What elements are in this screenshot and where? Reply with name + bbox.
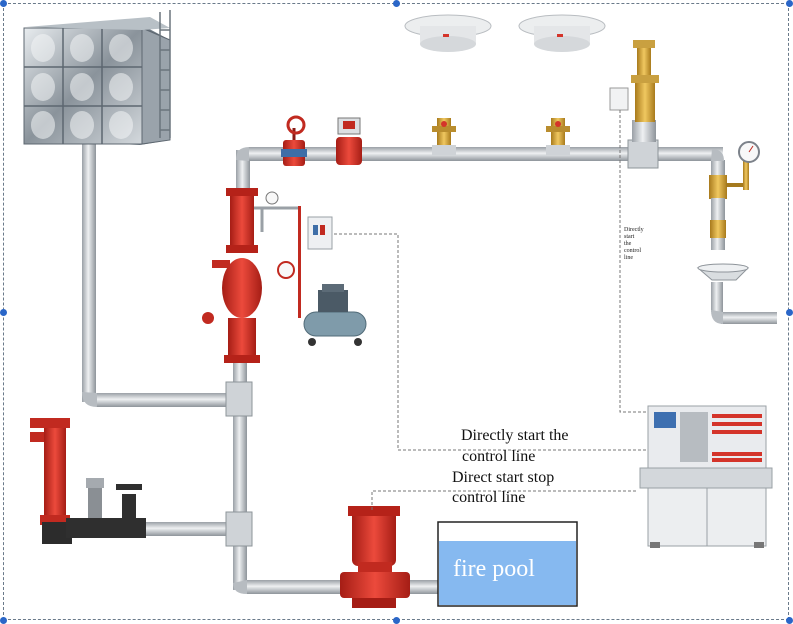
sprinkler-2 [546,118,570,155]
water-tank [23,10,171,145]
end-test-device [696,141,760,281]
control-lines [334,110,646,510]
smoke-detector-2 [518,14,606,52]
sprinkler-1 [432,118,456,155]
exhaust-valve [609,40,659,122]
butterfly-valve [281,115,307,166]
vertical-label-word: start [624,234,635,240]
fire-pump [340,506,410,608]
control-line-label-3: Direct start stop [452,469,555,486]
control-line-label-2: control line [462,448,536,465]
air-compressor [303,284,367,346]
fire-pool-label: fire pool [453,556,535,582]
selection-handle-bottom-center[interactable] [393,617,400,624]
selection-handle-top-center[interactable] [393,0,400,7]
alarm-valve [202,188,301,363]
pipe-network [82,120,777,594]
control-line-label-4: control line [452,489,526,506]
pressure-switch-box [307,216,333,250]
vertical-label-word: line [624,255,633,261]
selection-handle-top-left[interactable] [0,0,7,7]
vertical-label-word: control [624,248,641,254]
signal-valve [336,117,362,165]
selection-handle-bottom-right[interactable] [786,617,793,624]
control-line-label-1: Directly start the [461,427,569,444]
hydrant-adapter [30,418,146,544]
vertical-label-word: the [624,241,632,247]
fire-pool [437,521,578,607]
selection-handle-middle-right[interactable] [786,309,793,316]
vertical-label-word: Directly [624,227,644,233]
smoke-detector-1 [404,14,492,52]
selection-handle-top-right[interactable] [786,0,793,7]
selection-handle-middle-left[interactable] [0,309,7,316]
vertical-control-line-label: Directly start the control line [624,227,654,262]
fire-control-panel [639,405,773,548]
selection-handle-bottom-left[interactable] [0,617,7,624]
